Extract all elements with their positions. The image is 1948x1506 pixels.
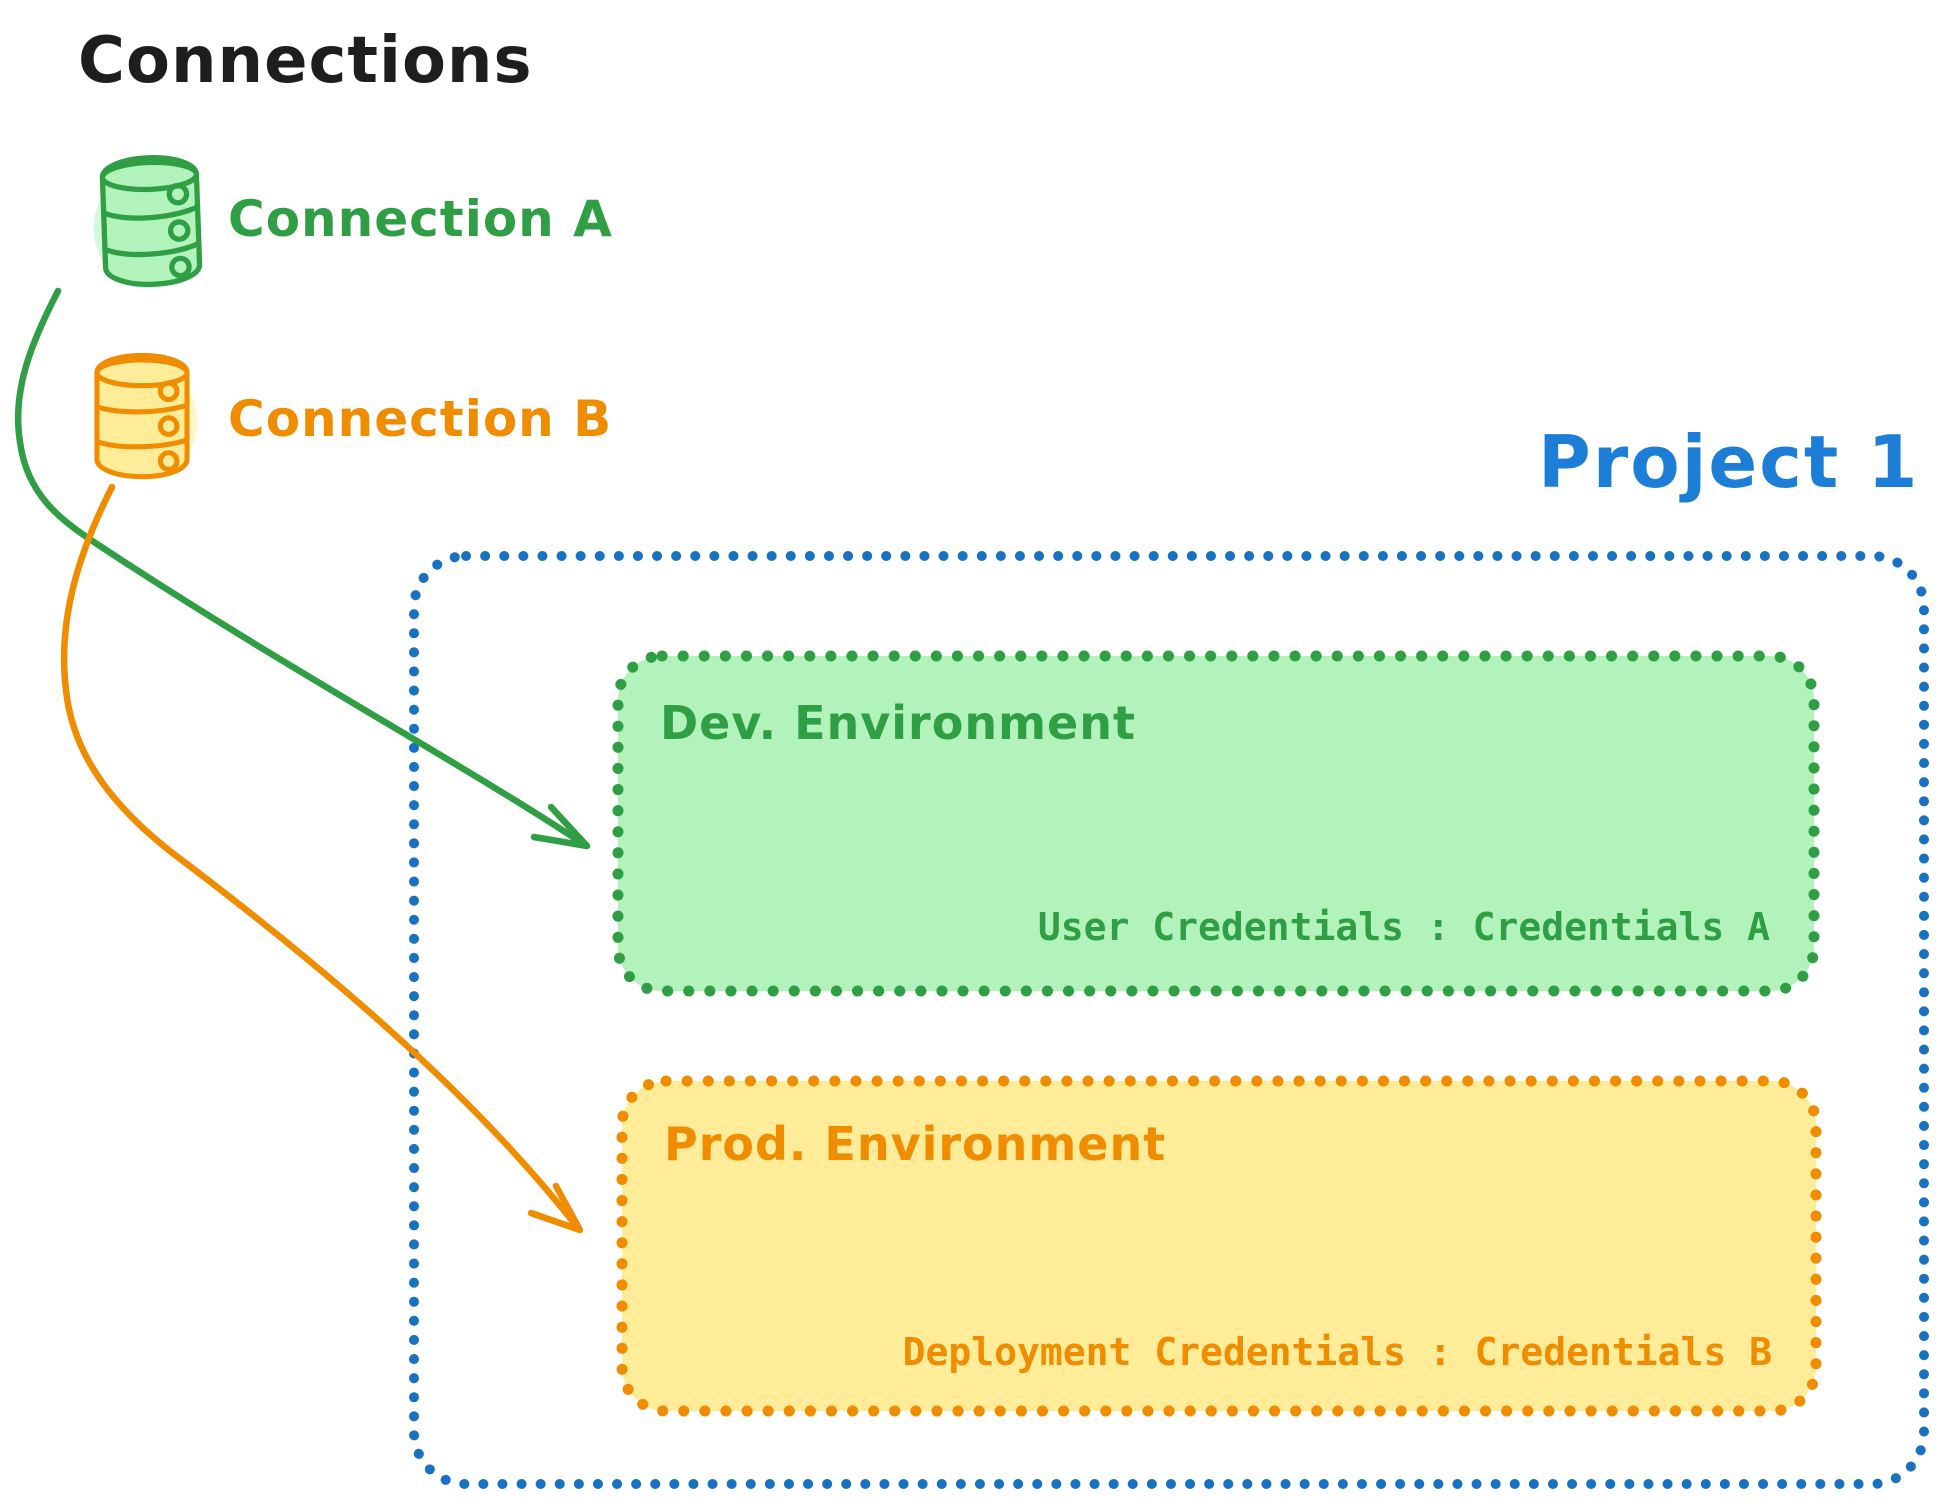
connection-a-label: Connection A xyxy=(228,190,613,248)
prod-environment-border xyxy=(616,1075,1822,1417)
dev-credentials-text: User Credentials : Credentials A xyxy=(1037,905,1770,949)
database-icon xyxy=(94,352,198,481)
project-title: Project 1 xyxy=(1538,420,1920,504)
project-box-border xyxy=(409,551,1929,1489)
database-icon xyxy=(93,155,203,289)
prod-environment-title: Prod. Environment xyxy=(664,1117,1167,1171)
dev-environment-title: Dev. Environment xyxy=(660,696,1136,750)
dev-environment-box: Dev. Environment User Credentials : Cred… xyxy=(612,650,1820,997)
prod-environment-box: Prod. Environment Deployment Credentials… xyxy=(616,1075,1822,1417)
project-box xyxy=(408,550,1930,1490)
arrow-connection-b-to-prod xyxy=(60,483,584,1234)
connection-b-label: Connection B xyxy=(228,390,613,448)
dev-environment-border xyxy=(612,650,1820,997)
diagram-title: Connections xyxy=(78,24,533,98)
prod-credentials-text: Deployment Credentials : Credentials B xyxy=(902,1330,1772,1374)
